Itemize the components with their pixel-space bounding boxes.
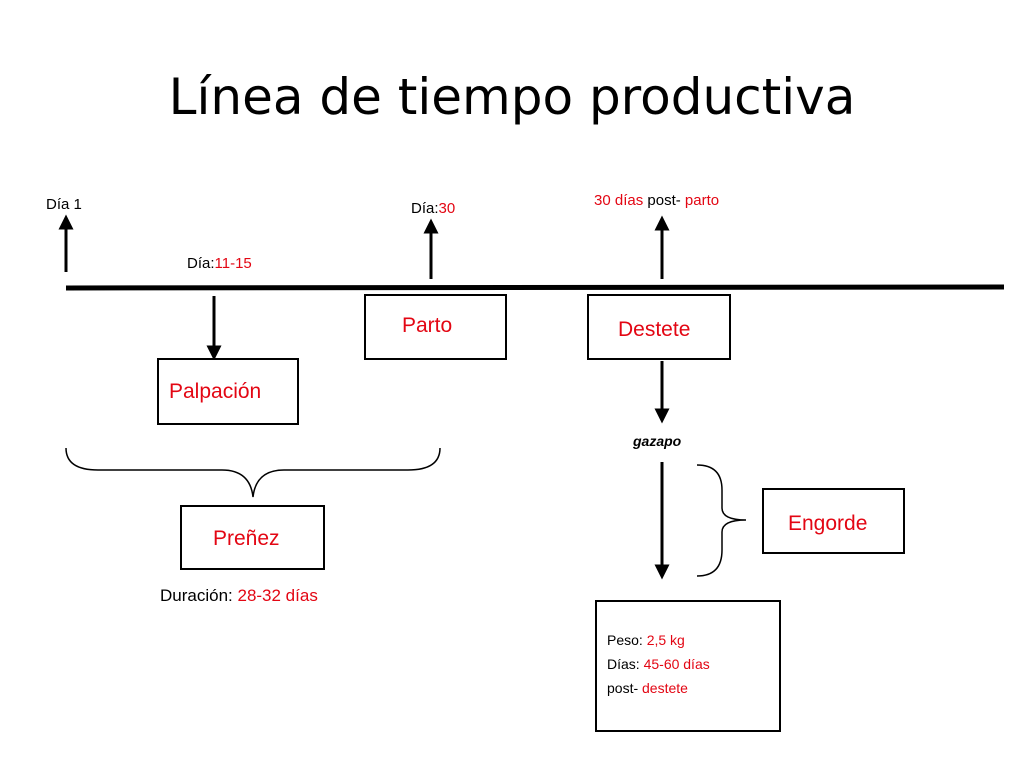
palpacion-day-prefix: Día: xyxy=(187,255,215,272)
engorde-box: Engorde xyxy=(762,488,905,554)
parto-box: Parto xyxy=(364,294,507,360)
prenez-brace xyxy=(65,447,441,498)
destete-box: Destete xyxy=(587,294,731,360)
post-label: post- xyxy=(607,680,643,696)
destete-day-value2: parto xyxy=(684,192,720,209)
timeline-axis xyxy=(65,284,1005,291)
destete-day-label: 30 días post- parto xyxy=(594,192,719,209)
duracion-value: 28-32 días xyxy=(237,586,318,605)
dias-line: Días: 45-60 días xyxy=(607,652,779,676)
duracion-prefix: Duración: xyxy=(160,586,238,605)
parto-day-value: 30 xyxy=(438,200,456,217)
duracion-label: Duración: 28-32 días xyxy=(160,586,318,606)
prenez-box-label: Preñez xyxy=(213,527,280,550)
engorde-brace xyxy=(696,464,747,577)
destete-day-value: 30 días xyxy=(594,192,644,209)
destete-box-label: Destete xyxy=(618,318,691,341)
engorde-box-label: Engorde xyxy=(788,512,868,535)
post-value: destete xyxy=(642,680,688,696)
gazapo-label: gazapo xyxy=(633,433,682,449)
palpacion-day-label: Día:11-15 xyxy=(187,255,252,272)
slide-title: Línea de tiempo productiva xyxy=(168,68,856,126)
destete-day-mid: post- xyxy=(643,192,685,209)
engorde-info-box: Peso: 2,5 kg Días: 45-60 días post- dest… xyxy=(595,600,781,732)
dias-label: Días: xyxy=(607,656,644,672)
dias-value: 45-60 días xyxy=(643,656,710,672)
palpacion-box: Palpación xyxy=(157,358,299,425)
prenez-box: Preñez xyxy=(180,505,325,570)
peso-line: Peso: 2,5 kg xyxy=(607,628,779,652)
parto-box-label: Parto xyxy=(402,314,453,337)
palpacion-box-label: Palpación xyxy=(169,380,262,403)
peso-label: Peso: xyxy=(607,632,647,648)
post-line: post- destete xyxy=(607,676,779,700)
parto-day-prefix: Día: xyxy=(411,200,439,217)
dia1-label: Día 1 xyxy=(46,196,82,213)
peso-value: 2,5 kg xyxy=(646,632,685,648)
parto-day-label: Día:30 xyxy=(411,200,455,217)
palpacion-day-value: 11-15 xyxy=(214,255,252,272)
